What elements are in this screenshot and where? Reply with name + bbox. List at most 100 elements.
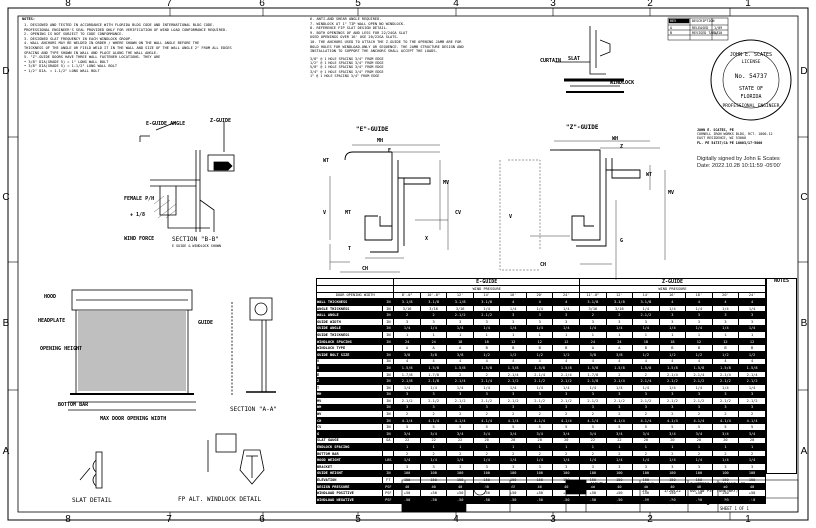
table-cell: 1/4: [738, 383, 766, 392]
table-cell: 3/4: [632, 430, 660, 438]
table-cell: 5: [552, 423, 581, 432]
table-cell: +50: [393, 489, 421, 497]
label-headplate: HEADPLATE: [38, 318, 66, 324]
row-label: SLAT GAUGE: [315, 436, 384, 445]
table-cell: 20: [472, 436, 501, 445]
note-line: 2. OPENING IS NOT SUBJECT TO CODE CONFOR…: [24, 32, 124, 37]
table-cell: 5: [579, 423, 607, 432]
zone-col-8-bottom: 8: [65, 514, 71, 525]
table-cell: 1-5/8: [419, 364, 448, 372]
row-unit: IN: [382, 350, 395, 359]
table-cell: 4: [579, 357, 607, 366]
table-cell: 3/8: [579, 350, 607, 359]
table-cell: 12: [685, 337, 713, 346]
table-cell: B: [499, 344, 527, 352]
rev-row-a-date: 1/09: [714, 26, 723, 30]
table-cell: 2-1/4: [472, 377, 501, 385]
table-cell: 2: [393, 449, 421, 458]
table-cell: 1/4: [711, 324, 740, 333]
table-cell: 3: [685, 463, 713, 471]
table-cell: 3: [393, 390, 421, 399]
table-cell: 3: [472, 403, 501, 412]
table-cell: 3: [446, 403, 474, 412]
table-cell: 4: [632, 357, 660, 366]
table-cell: 20: [499, 436, 527, 445]
row-unit: IN: [382, 317, 395, 326]
table-cell: 1/4: [711, 383, 740, 392]
table-cell: 100: [711, 469, 740, 478]
table-cell: 4: [711, 357, 740, 366]
table-cell: 3: [685, 317, 713, 326]
table-cell: 24: [579, 337, 607, 346]
table-cell: 2: [419, 449, 448, 458]
sheet-number: SHEET 1 OF 1: [720, 506, 749, 511]
table-cell: 150: [446, 476, 474, 484]
zone-row-c: C: [2, 192, 10, 203]
table-cell: 2: [472, 449, 501, 458]
drawn-label: DRAWN: [642, 482, 655, 487]
table-cell: 100: [605, 469, 634, 478]
dim-cv: CV: [455, 210, 462, 216]
revision-block-lines: [667, 17, 729, 41]
section-bb-subtitle: E GUIDE & WINDLOCK SHOWN: [172, 244, 221, 248]
row-label: CH: [315, 416, 384, 425]
table-cell: 4: [499, 298, 527, 306]
row-label: X: [315, 364, 384, 372]
table-cell: 24: [393, 337, 421, 346]
row-unit: [382, 449, 395, 458]
table-cell: 1: [738, 331, 766, 339]
table-cell: 5: [632, 423, 660, 432]
table-cell: 5: [419, 423, 448, 432]
table-cell: 2-1/4: [685, 370, 713, 379]
zone-row-d-right: D: [800, 66, 808, 77]
e-width: 16': [499, 291, 527, 300]
table-cell: 3: [472, 390, 501, 399]
table-cell: 3/16: [446, 304, 474, 313]
zone-row-a: A: [2, 446, 10, 457]
note-line: • 1/2" DIA. = 1-1/2" LONG WALL BOLT: [24, 68, 100, 73]
table-cell: 3: [658, 463, 687, 471]
table-cell: 1: [419, 331, 448, 339]
table-cell: 2-1/2: [472, 311, 501, 319]
seal-state-name: FLORIDA: [740, 94, 762, 100]
table-cell: 3/8: [605, 350, 634, 359]
z-guide-drawing: [550, 149, 641, 247]
table-cell: 2-1/2: [446, 311, 474, 319]
table-cell: 2: [393, 410, 421, 418]
outer-border: [7, 7, 809, 521]
table-cell: 3: [499, 390, 527, 399]
label-curtain: CURTAIN: [540, 58, 562, 64]
table-cell: 5: [658, 423, 687, 432]
table-cell: 5: [738, 423, 766, 432]
table-cell: 3/8: [419, 350, 448, 359]
zone-row-c-right: C: [800, 192, 808, 203]
table-cell: 4-1/4: [711, 416, 740, 425]
table-cell: 150: [419, 476, 448, 484]
table-cell: 3: [685, 311, 713, 319]
dim-v: V: [323, 210, 327, 216]
door-curtain-slats: [78, 311, 186, 391]
notes-heading: NOTES:: [22, 17, 35, 21]
table-cell: 3: [579, 317, 607, 326]
table-cell: 1: [393, 443, 421, 451]
table-cell: A: [446, 344, 474, 352]
table-cell: 2: [472, 370, 501, 379]
zone-ticks: [8, 8, 808, 520]
table-cell: -50: [525, 496, 554, 504]
table-cell: 100: [685, 469, 713, 478]
table-cell: 4-1/4: [605, 416, 634, 425]
dim-e: E: [388, 148, 392, 154]
table-cell: 1/4: [605, 383, 634, 392]
seal-name: JOHN E. SCATES: [729, 52, 773, 58]
table-cell: 1/4: [552, 324, 581, 333]
table-cell: 2-1/2: [579, 397, 607, 405]
note-line: INSTALLATION TO SUPPORT THE ANCHORS SHAL…: [310, 49, 438, 54]
table-cell: 3/4: [658, 430, 687, 438]
table-cell: 2-1/4: [552, 370, 581, 379]
